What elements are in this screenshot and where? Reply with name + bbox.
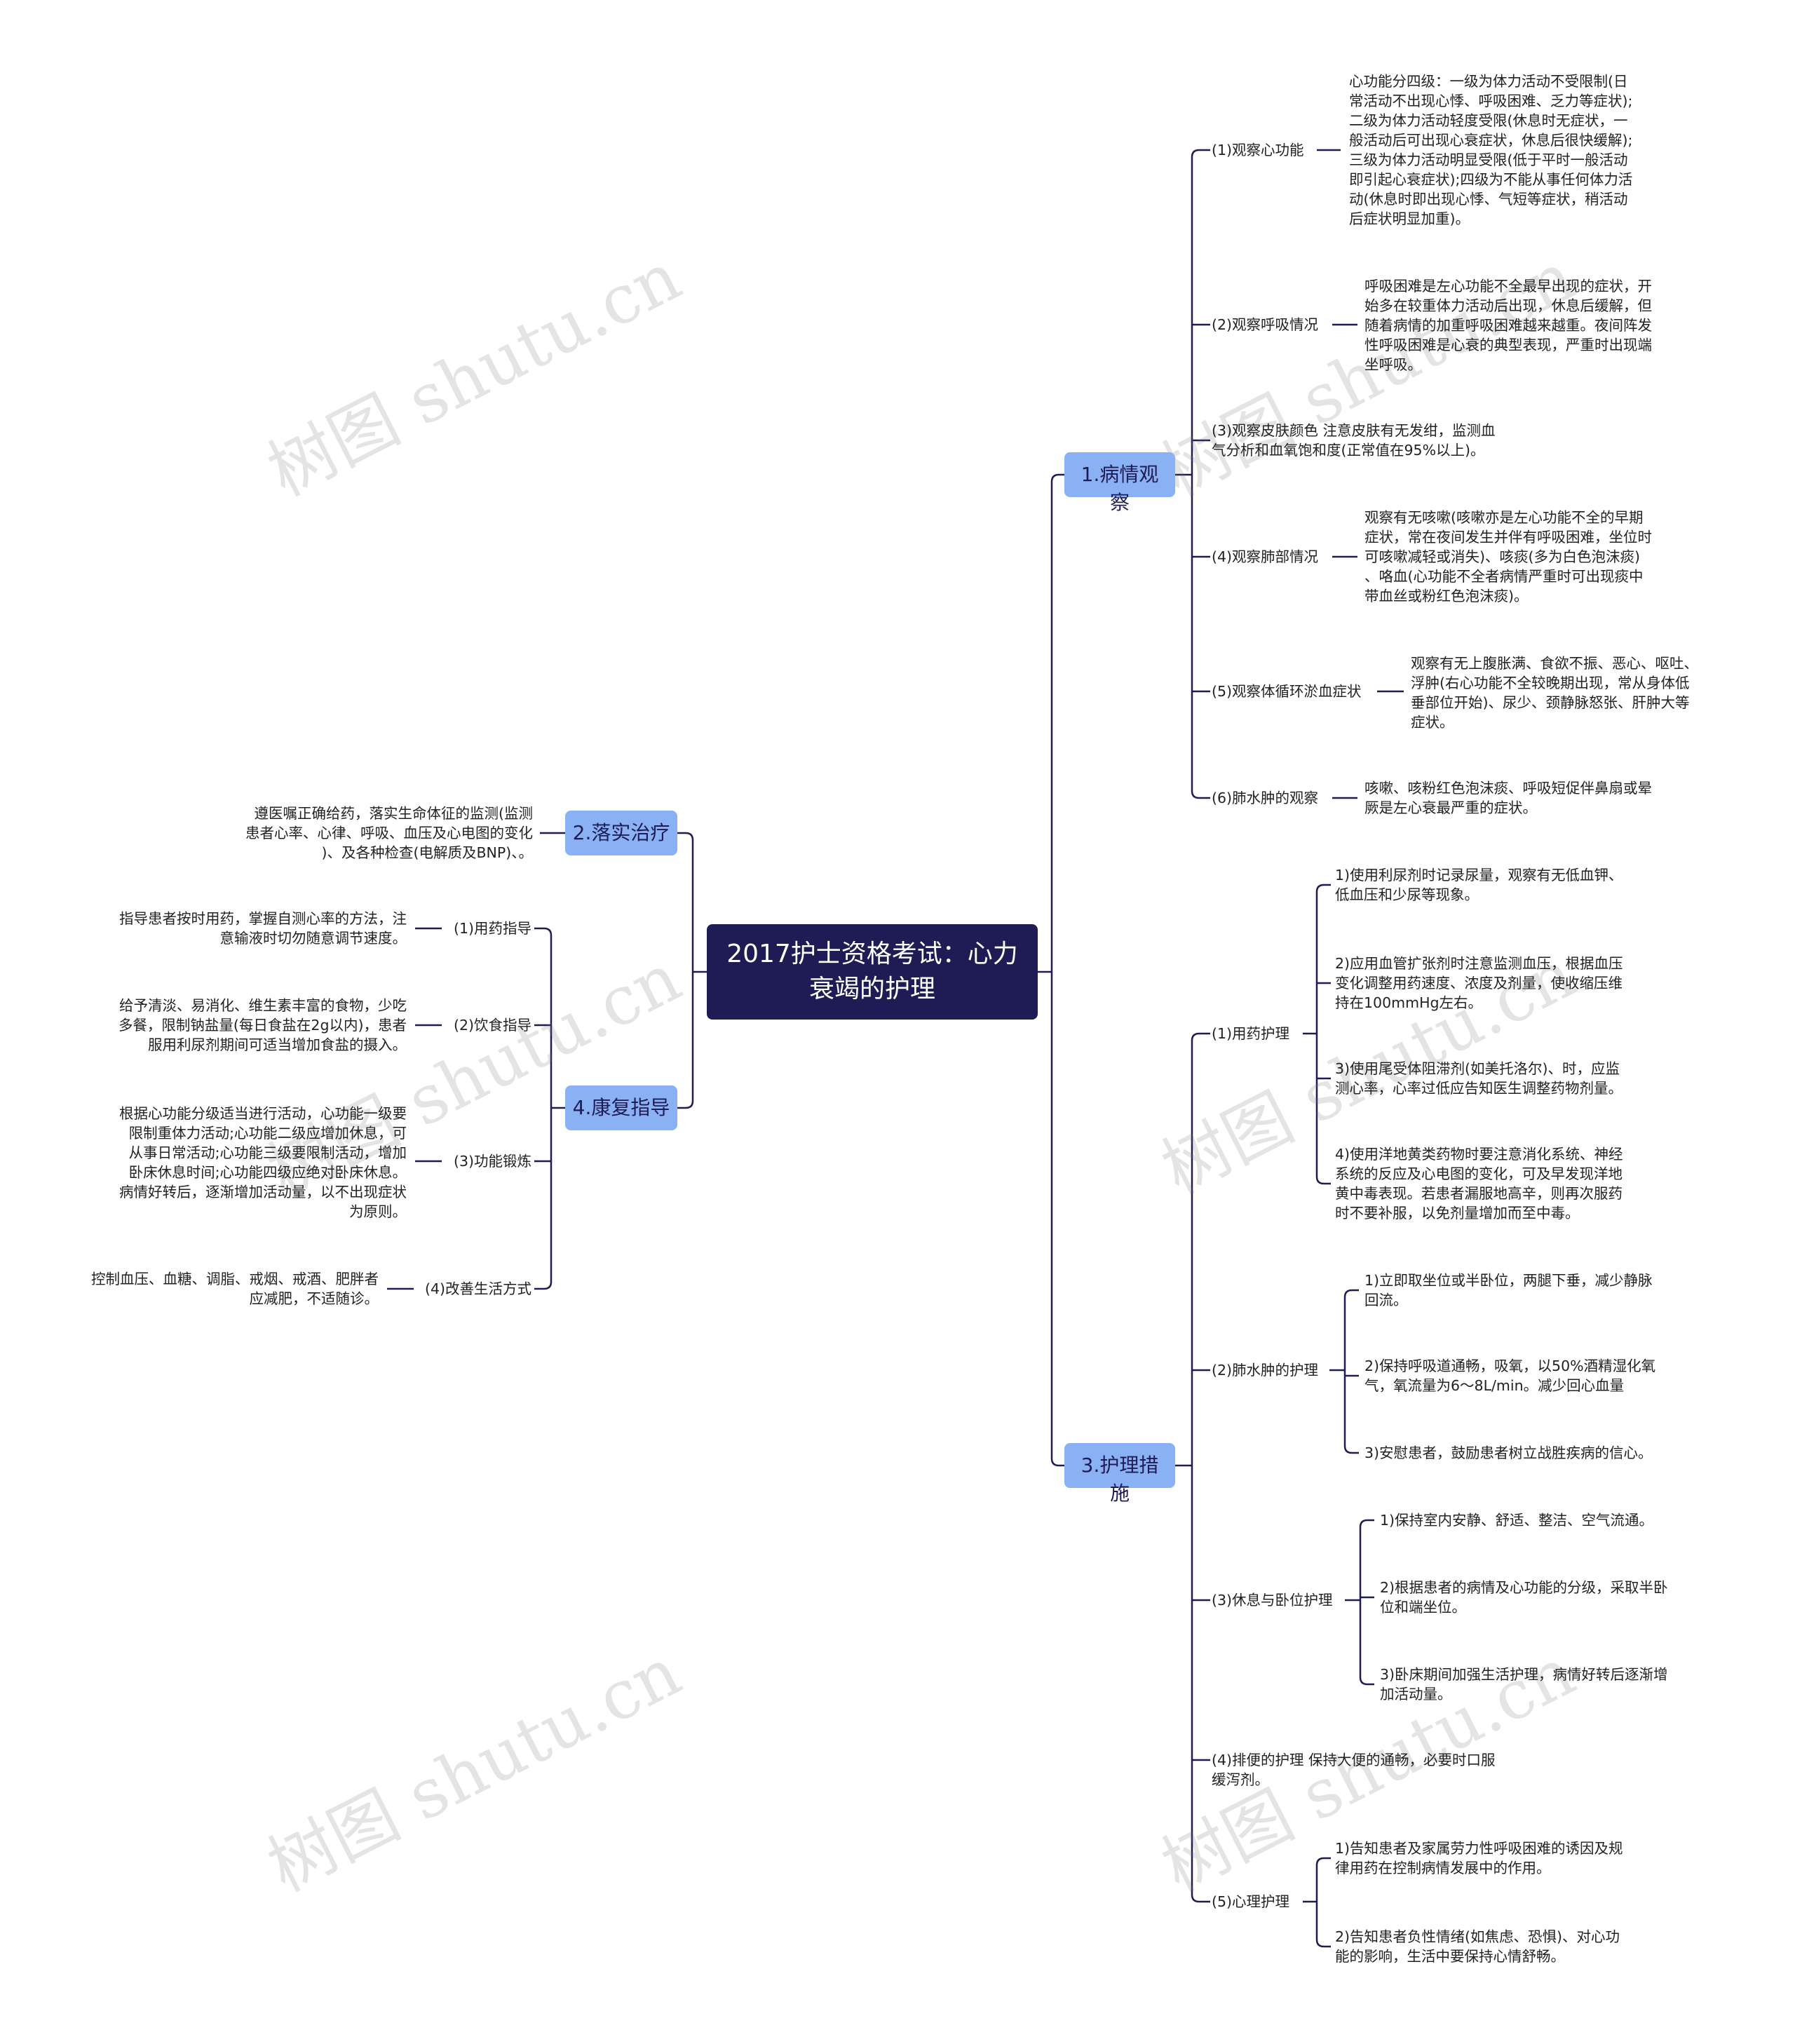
detail-medication-guidance[interactable]: 指导患者按时用药，掌握自测心率的方法，注 意输液时切勿随意调节速度。 (119, 910, 407, 947)
detail-digitalis[interactable]: 4)使用洋地黄类药物时要注意消化系统、神经 系统的反应及心电图的变化，可及早发现… (1335, 1146, 1623, 1221)
topic-exercise[interactable]: (3)功能锻炼 (453, 1153, 531, 1170)
topic-lifestyle[interactable]: (4)改善生活方式 (424, 1280, 531, 1297)
detail-pulmonary-edema[interactable]: 咳嗽、咳粉红色泡沫痰、呼吸短促伴鼻扇或晕 厥是左心衰最严重的症状。 (1364, 780, 1652, 816)
detail-treatment[interactable]: 遵医嘱正确给药，落实生命体征的监测(监测 患者心率、心律、呼吸、血压及心电图的变… (245, 805, 533, 861)
root-topic[interactable]: 2017护士资格考试：心力 衰竭的护理 (707, 924, 1038, 1020)
topic-observe-heart-function[interactable]: (1)观察心功能 (1212, 142, 1304, 158)
branch-observation[interactable]: 1.病情观察 (1064, 452, 1175, 514)
root-left-link-branch-0 (677, 832, 694, 972)
b3-med-link-branch-0 (1315, 884, 1331, 1034)
branch-treatment[interactable]: 2.落实治疗 (565, 811, 677, 855)
root-right-link-branch-0 (1050, 473, 1064, 972)
b3-psych-link-branch-0 (1315, 1857, 1331, 1902)
topic-defecation-care[interactable]: (4)排便的护理 保持大便的通畅，必要时口服 缓泻剂。 (1212, 1752, 1496, 1788)
detail-vasodilators[interactable]: 2)应用血管扩张剂时注意监测血压，根据血压 变化调整用药速度、浓度及剂量，使收缩… (1335, 955, 1623, 1011)
b3-med-link-branch-3 (1315, 1034, 1331, 1185)
topic-observe-circulation[interactable]: (5)观察体循环淤血症状 (1212, 683, 1362, 700)
topic-pulmonary-edema-care[interactable]: (2)肺水肿的护理 (1212, 1362, 1319, 1379)
topic-medication-care[interactable]: (1)用药护理 (1212, 1025, 1290, 1042)
detail-heart-function-grades[interactable]: 心功能分四级：一级为体力活动不受限制(日 常活动不出现心悸、呼吸困难、乏力等症状… (1349, 73, 1633, 227)
branch-rehab-guidance[interactable]: 4.康复指导 (565, 1085, 677, 1130)
detail-quiet-room[interactable]: 1)保持室内安静、舒适、整洁、空气流通。 (1380, 1512, 1654, 1529)
detail-sitting-position[interactable]: 1)立即取坐位或半卧位，两腿下垂，减少静脉 回流。 (1364, 1272, 1653, 1308)
detail-lifestyle[interactable]: 控制血压、血糖、调脂、戒烟、戒酒、肥胖者 应减肥，不适随诊。 (91, 1271, 379, 1307)
b3-psych-link-branch-1 (1315, 1902, 1331, 1948)
b4-link-branch-0 (534, 927, 553, 1108)
branch-nursing-measures[interactable]: 3.护理措施 (1064, 1443, 1175, 1505)
detail-comfort-patient[interactable]: 3)安慰患者，鼓励患者树立战胜疾病的信心。 (1364, 1444, 1653, 1461)
b3-edema-link-branch-2 (1343, 1370, 1359, 1454)
topic-observe-breathing[interactable]: (2)观察呼吸情况 (1212, 316, 1319, 333)
detail-airway-oxygen[interactable]: 2)保持呼吸道通畅，吸氧，以50%酒精湿化氧 气，氧流量为6～8L/min。减少… (1364, 1358, 1656, 1394)
detail-diet-guidance[interactable]: 给予清淡、易消化、维生素丰富的食物，少吃 多餐，限制钠盐量(每日食盐在2g以内)… (118, 997, 407, 1053)
root-right-link-branch-1 (1050, 972, 1064, 1467)
b1-link-branch-5 (1191, 475, 1210, 799)
detail-beta-blockers[interactable]: 3)使用尾受体阻滞剂(如美托洛尔)、时，应监 测心率，心率过低应告知医生调整药物… (1335, 1060, 1623, 1097)
b3-link-branch-4 (1191, 1466, 1210, 1903)
detail-breathing[interactable]: 呼吸困难是左心功能不全最早出现的症状，开 始多在较重体力活动后出现，休息后缓解，… (1364, 278, 1652, 373)
b3-link-branch-0 (1191, 1032, 1210, 1466)
topic-medication-guidance[interactable]: (1)用药指导 (453, 920, 531, 937)
topic-diet-guidance[interactable]: (2)饮食指导 (453, 1017, 531, 1034)
detail-lungs[interactable]: 观察有无咳嗽(咳嗽亦是左心功能不全的早期 症状，常在夜间发生并伴有呼吸困难，坐位… (1364, 509, 1652, 604)
detail-negative-emotions[interactable]: 2)告知患者负性情绪(如焦虑、恐惧)、对心功 能的影响，生活中要保持心情舒畅。 (1335, 1928, 1620, 1965)
topic-rest-position-care[interactable]: (3)休息与卧位护理 (1212, 1592, 1333, 1609)
b3-rest-link-branch-2 (1359, 1600, 1374, 1686)
b4-link-branch-3 (534, 1108, 553, 1290)
detail-circulation[interactable]: 观察有无上腹胀满、食欲不振、恶心、呕吐、 浮肿(右心功能不全较晚期出现，常从身体… (1411, 655, 1698, 731)
root-left-link-branch-1 (677, 972, 694, 1109)
topic-psychological-care[interactable]: (5)心理护理 (1212, 1893, 1290, 1910)
topic-observe-lungs[interactable]: (4)观察肺部情况 (1212, 548, 1319, 565)
detail-diuretics[interactable]: 1)使用利尿剂时记录尿量，观察有无低血钾、 低血压和少尿等现象。 (1335, 867, 1623, 903)
b1-link-branch-0 (1191, 149, 1210, 475)
detail-bedrest-care[interactable]: 3)卧床期间加强生活护理，病情好转后逐渐增 加活动量。 (1380, 1666, 1668, 1703)
b3-rest-link-branch-0 (1359, 1519, 1374, 1600)
topic-observe-skin-color[interactable]: (3)观察皮肤颜色 注意皮肤有无发绀，监测血 气分析和血氧饱和度(正常值在95%… (1212, 422, 1496, 459)
detail-exercise[interactable]: 根据心功能分级适当进行活动，心功能一级要 限制重体力活动;心功能二级应增加休息，… (119, 1105, 407, 1220)
topic-observe-pulmonary-edema[interactable]: (6)肺水肿的观察 (1212, 790, 1319, 806)
detail-dyspnea-causes[interactable]: 1)告知患者及家属劳力性呼吸困难的诱因及规 律用药在控制病情发展中的作用。 (1335, 1840, 1623, 1876)
b3-edema-link-branch-0 (1343, 1289, 1359, 1370)
detail-semi-recumbent[interactable]: 2)根据患者的病情及心功能的分级，采取半卧 位和端坐位。 (1380, 1579, 1668, 1616)
